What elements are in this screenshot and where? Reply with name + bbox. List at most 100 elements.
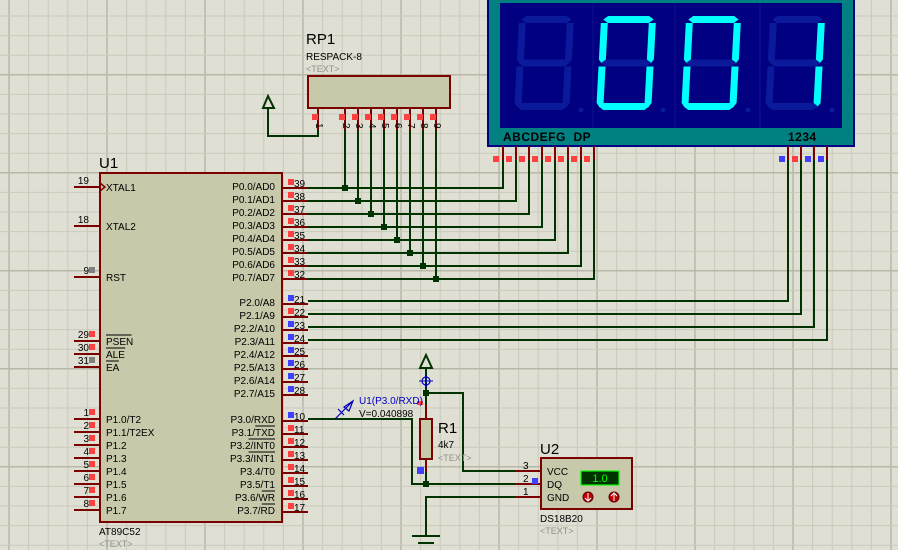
pin-state-indicator: [89, 435, 95, 441]
wire: [308, 160, 556, 241]
rp1-pin-1[interactable]: 1: [312, 108, 324, 130]
wire: [426, 392, 515, 472]
rp1-pin-6[interactable]: 6: [391, 108, 403, 130]
pin-state-indicator: [288, 477, 294, 483]
probe-label: U1(P3.0/RXD): [359, 396, 423, 407]
wire: [308, 160, 504, 189]
pin-number: 3: [523, 461, 529, 472]
display-segment-pin-7[interactable]: [571, 146, 582, 162]
u1-pin-2[interactable]: 2P1.1/T2EX: [74, 421, 155, 439]
rp1-body: [307, 75, 451, 109]
microcontroller-u1[interactable]: U1 19XTAL118XTAL29RST29PSEN30ALE31EA1P1.…: [74, 155, 308, 549]
pin-state-indicator: [288, 412, 294, 418]
u1-pin-6[interactable]: 6P1.5: [74, 473, 127, 491]
pin-state-indicator: [89, 267, 95, 273]
junction: [433, 276, 439, 282]
display-segment-pin-1[interactable]: [493, 146, 504, 162]
pin-number: 3: [83, 434, 89, 445]
u1-pin-7[interactable]: 7P1.6: [74, 486, 127, 504]
pin-state-indicator: [89, 331, 95, 337]
rp1-pin-8[interactable]: 8: [417, 108, 429, 130]
display-segment-pin-4[interactable]: [532, 146, 543, 162]
segment-f: [598, 23, 608, 65]
display-segment-pin-8[interactable]: [584, 146, 595, 162]
pin-state-indicator: [288, 308, 294, 314]
rp1-pin-4[interactable]: 4: [365, 108, 377, 130]
pin-number: 38: [294, 192, 306, 203]
pin-number: 5: [83, 460, 89, 471]
decrease-temperature-button[interactable]: [582, 491, 594, 503]
display-segment-pin-3[interactable]: [519, 146, 530, 162]
rp1-pin-9[interactable]: 9: [430, 108, 442, 130]
display-digit-pin-3[interactable]: [805, 146, 815, 162]
display-segment-pin-2[interactable]: [506, 146, 517, 162]
ground-terminal: [412, 535, 440, 544]
pin-number: 19: [78, 176, 90, 187]
segment-d: [683, 103, 735, 110]
segment-b: [646, 23, 656, 65]
pin-name: VCC: [547, 467, 568, 478]
seven-segment-display[interactable]: ABCDEFG DP 1234: [487, 0, 855, 162]
increase-temperature-button[interactable]: [608, 491, 620, 503]
rp1-pin-7[interactable]: 7: [404, 108, 416, 130]
display-segment-pin-6[interactable]: [558, 146, 569, 162]
voltage-probe[interactable]: U1(P3.0/RXD) V=0.040898: [334, 396, 423, 420]
display-digit-pin-1[interactable]: [779, 146, 789, 162]
segment-e: [514, 66, 524, 108]
u1-pin-1[interactable]: 1P1.0/T2: [74, 408, 141, 426]
display-digit-pin-2[interactable]: [792, 146, 802, 162]
pin-name: P2.2/A10: [234, 324, 276, 335]
wire: [308, 160, 569, 254]
pin-state-indicator: [288, 386, 294, 392]
rp1-pin-2[interactable]: 2: [339, 108, 351, 130]
resistor-r1[interactable]: R1 4k7 <TEXT>: [417, 401, 472, 474]
pin-number: 27: [294, 373, 306, 384]
u1-pin-4[interactable]: 4P1.3: [74, 447, 127, 465]
display-segment-pin-5[interactable]: [545, 146, 556, 162]
u2-pin-dq[interactable]: 2DQ: [515, 474, 562, 491]
rp1-pin-5[interactable]: 5: [378, 108, 390, 130]
u1-pin-5[interactable]: 5P1.4: [74, 460, 127, 478]
pin-state-indicator: [417, 114, 423, 120]
u1-pin-3[interactable]: 3P1.2: [74, 434, 127, 452]
rp1-pin-3[interactable]: 3: [352, 108, 364, 130]
u1-pin-8[interactable]: 8P1.7: [74, 499, 127, 517]
segment-f: [683, 23, 693, 65]
display-digit-pin-4[interactable]: [818, 146, 828, 162]
